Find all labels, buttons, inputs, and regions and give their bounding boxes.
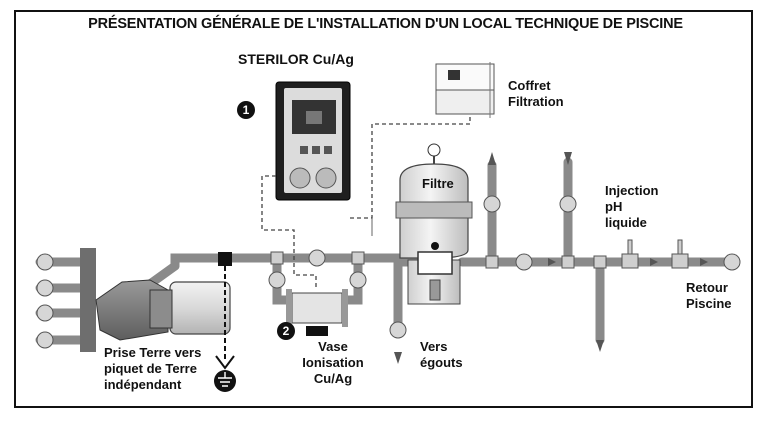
prise-terre-label: Prise Terre vers piquet de Terre indépen…: [104, 345, 202, 392]
injection-label: Injection pH liquide: [605, 183, 659, 230]
signal-cables: [261, 114, 471, 290]
sterilor-unit: [275, 81, 351, 201]
marker-two: 2: [283, 324, 290, 338]
sand-filter: [395, 143, 473, 305]
marker-one: 1: [243, 103, 250, 117]
retour-piscine-label: Retour Piscine: [686, 280, 732, 311]
coffret-label: Coffret Filtration: [508, 78, 564, 109]
sterilor-label: STERILOR Cu/Ag: [238, 51, 354, 67]
manifold-valves: [36, 253, 54, 349]
vase-ionisation-label: Vase Ionisation Cu/Ag: [302, 339, 364, 386]
fittings: [270, 239, 689, 269]
marker-two-badge: [277, 322, 295, 340]
pipe-valves: [268, 195, 741, 339]
marker-one-badge: [237, 101, 255, 119]
diagram-frame: [14, 10, 753, 408]
flow-arrows: [394, 152, 708, 364]
coffret-filtration-box: [435, 62, 495, 118]
pool-pump: [95, 279, 231, 341]
suction-manifold: [80, 248, 96, 352]
vers-egouts-label: Vers égouts: [420, 339, 463, 370]
ground-connection: [214, 252, 236, 392]
diagram-title: PRÉSENTATION GÉNÉRALE DE L'INSTALLATION …: [88, 16, 683, 32]
ionisation-vessel: [286, 289, 348, 336]
filtre-label: Filtre: [422, 176, 454, 191]
